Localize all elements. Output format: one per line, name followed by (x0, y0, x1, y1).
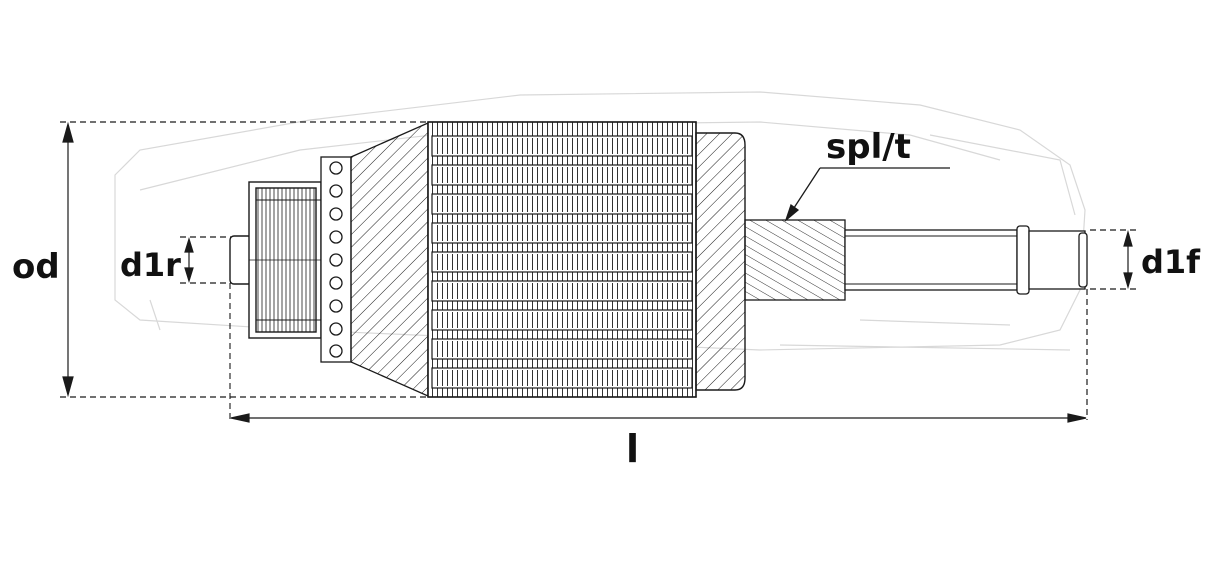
d1r-label: d1r (120, 246, 181, 284)
l-dimension (230, 413, 1087, 423)
winding-cone (350, 122, 429, 397)
spline-section (744, 219, 846, 301)
spl-t-leader (784, 167, 950, 222)
front-shaft (844, 225, 1088, 295)
l-label: l (626, 427, 639, 471)
od-dimension (60, 121, 430, 398)
front-winding (695, 132, 746, 391)
riser-tabs (320, 156, 352, 363)
spl-t-label: spl/t (826, 127, 911, 167)
d1f-label: d1f (1141, 243, 1201, 281)
commutator (248, 181, 322, 339)
d1f-dimension (1086, 229, 1140, 420)
armature-core (427, 121, 697, 398)
od-label: od (12, 247, 60, 287)
d1r-dimension (180, 236, 232, 284)
